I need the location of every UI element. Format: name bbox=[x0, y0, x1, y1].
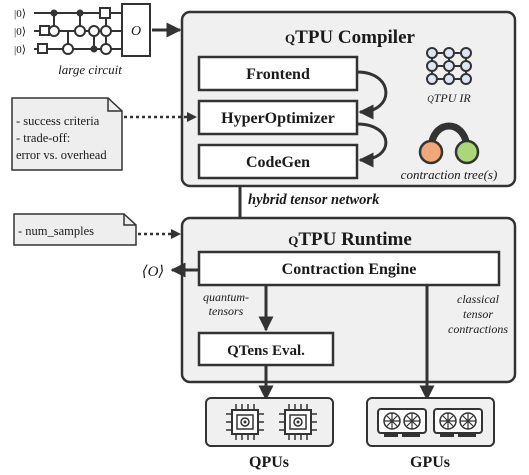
large-circuit: |0⟩ |0⟩ |0⟩ O bbox=[14, 3, 151, 77]
ket-2: |0⟩ bbox=[14, 26, 26, 38]
gpu-card-icon bbox=[433, 408, 483, 437]
optimizer-to-codegen-arrow bbox=[356, 122, 388, 168]
frontend-to-optimizer-arrow bbox=[356, 70, 388, 120]
optimizer-note-line-3: error vs. overhead bbox=[16, 148, 107, 162]
gpu-card-icon bbox=[377, 408, 427, 437]
qtens-eval-label: QTens Eval. bbox=[227, 343, 305, 359]
hybrid-tensor-network-label: hybrid tensor network bbox=[248, 192, 380, 208]
optimizer-note-line-1: - success criteria bbox=[16, 114, 100, 128]
contraction-engine-label: Contraction Engine bbox=[282, 261, 417, 278]
classical-label-3: contractions bbox=[448, 322, 508, 336]
ket-1: |0⟩ bbox=[14, 8, 26, 20]
classical-label-2: tensor bbox=[463, 307, 493, 321]
tree-left-node bbox=[418, 139, 444, 165]
observable-box bbox=[121, 3, 151, 57]
contraction-engine-box bbox=[197, 250, 501, 287]
optimizer-note bbox=[11, 97, 123, 171]
qtpu-ir-icon bbox=[426, 47, 472, 85]
contraction-tree-label: contraction tree(s) bbox=[401, 167, 498, 182]
circuit-caption: large circuit bbox=[58, 62, 122, 77]
qpu-chip-icon bbox=[279, 404, 317, 440]
codegen-box bbox=[197, 143, 359, 180]
quantum-tensors-label-2: tensors bbox=[209, 304, 244, 318]
qtens-eval-box bbox=[197, 331, 335, 367]
quantum-tensors-label-1: quantum- bbox=[203, 290, 249, 304]
hyperoptimizer-label: HyperOptimizer bbox=[221, 110, 335, 127]
qtpu-ir-label: QTPU IR bbox=[427, 91, 471, 105]
qpus-label: QPUs bbox=[249, 454, 289, 471]
observable-label: O bbox=[131, 24, 141, 39]
runtime-note bbox=[13, 213, 137, 246]
frontend-label: Frontend bbox=[246, 66, 310, 83]
gpus-label: GPUs bbox=[410, 454, 450, 471]
codegen-label: CodeGen bbox=[246, 154, 310, 171]
runtime-note-line-1: - num_samples bbox=[18, 224, 94, 238]
contraction-tree-icon bbox=[418, 122, 480, 165]
expectation-output: ⟨O⟩ bbox=[142, 264, 165, 280]
compiler-title: QTPU Compiler bbox=[285, 27, 415, 48]
tree-right-node bbox=[454, 139, 480, 165]
ket-3: |0⟩ bbox=[14, 44, 26, 56]
qpu-chip-icon bbox=[226, 404, 264, 440]
runtime-title: QTPU Runtime bbox=[288, 229, 412, 250]
classical-label-1: classical bbox=[457, 292, 500, 306]
optimizer-note-line-2: - trade-off: bbox=[16, 131, 70, 145]
hyperoptimizer-box bbox=[197, 99, 359, 136]
frontend-box bbox=[197, 55, 359, 92]
